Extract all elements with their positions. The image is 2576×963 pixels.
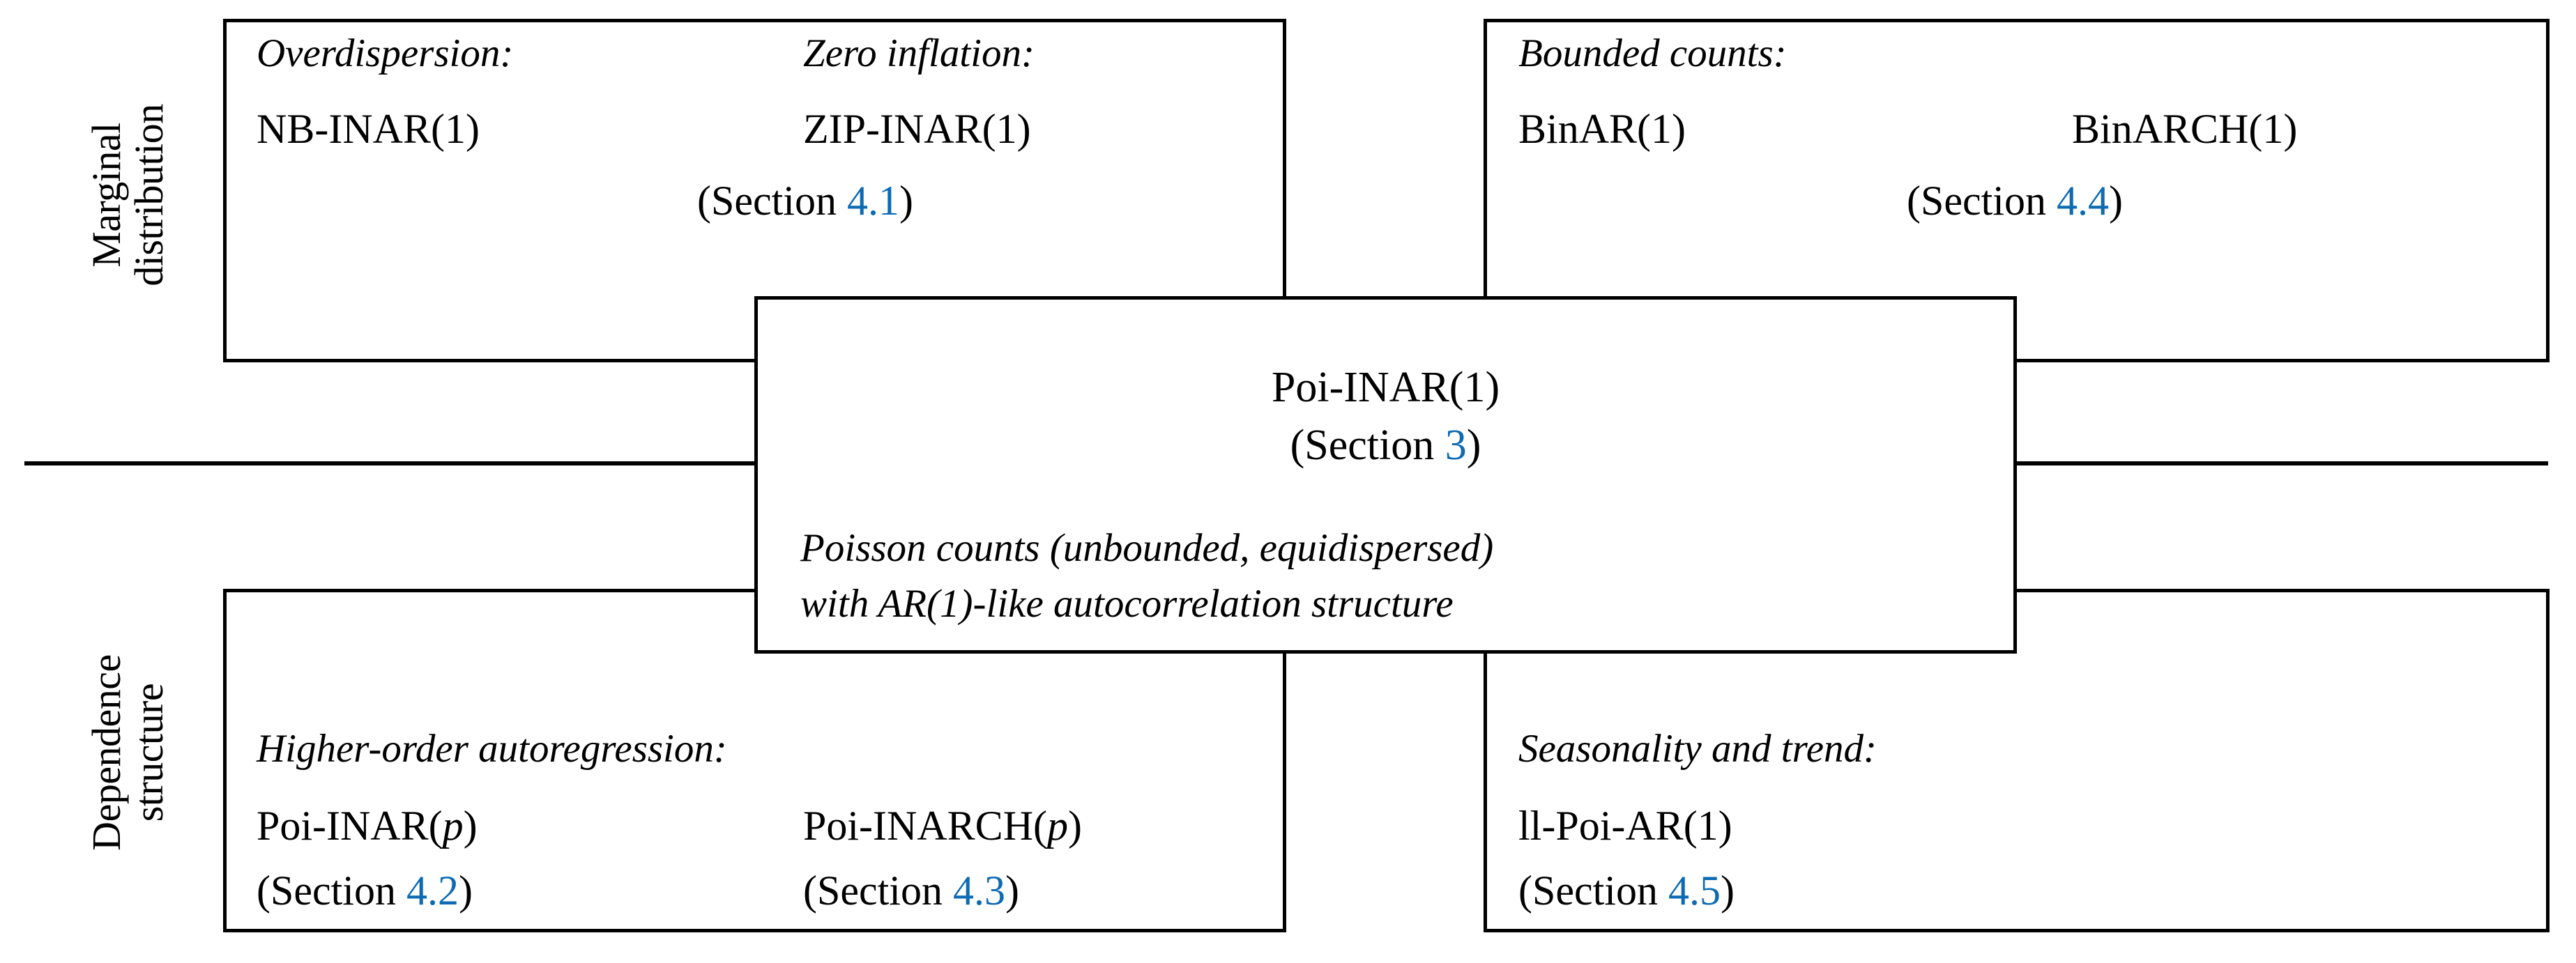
- center-section-ref-3-suffix: ): [1466, 422, 1481, 469]
- section-ref-4-5-suffix: ): [1720, 868, 1735, 914]
- center-box-poi-inar: [754, 296, 2017, 654]
- model-poi-inar-p-post: ): [463, 803, 478, 849]
- category-bounded-counts: Bounded counts:: [1518, 31, 1787, 75]
- model-poi-inar-p: Poi-INAR(p): [257, 805, 478, 847]
- section-ref-4-1-number[interactable]: 4.1: [846, 178, 899, 224]
- model-poi-inar-p-var: p: [442, 803, 464, 849]
- section-ref-4-2-number[interactable]: 4.2: [406, 868, 459, 914]
- category-overdispersion: Overdispersion:: [257, 31, 514, 75]
- model-binar-1: BinAR(1): [1518, 106, 1686, 152]
- section-ref-4-5: (Section 4.5): [1518, 870, 1735, 911]
- model-nb-inar-1: NB-INAR(1): [257, 106, 480, 152]
- section-ref-4-4-suffix: ): [2108, 178, 2123, 224]
- center-section-ref-3: (Section 3): [754, 424, 2017, 467]
- model-ll-poi-ar-1: ll-Poi-AR(1): [1518, 803, 1732, 849]
- category-higher-order-autoregression: Higher-order autoregression:: [257, 727, 727, 771]
- category-zero-inflation: Zero inflation:: [803, 31, 1035, 75]
- section-ref-4-3-prefix: (Section: [803, 868, 953, 914]
- model-poi-inarch-p-var: p: [1047, 803, 1069, 849]
- model-poi-inarch-p-pre: Poi-INARCH(: [803, 803, 1048, 849]
- model-poi-inarch-p: Poi-INARCH(p): [803, 805, 1082, 847]
- section-ref-4-3-number[interactable]: 4.3: [952, 868, 1005, 914]
- model-poi-inar-p-pre: Poi-INAR(: [257, 803, 443, 849]
- center-model-name: Poi-INAR(1): [1271, 364, 1500, 411]
- section-ref-4-2-suffix: ): [458, 868, 473, 914]
- center-section-ref-3-number[interactable]: 3: [1445, 422, 1467, 469]
- axis-label-marginal-line2: distribution: [126, 104, 172, 286]
- section-ref-4-4-number[interactable]: 4.4: [2056, 178, 2109, 224]
- axis-label-marginal-distribution: Marginal distribution: [84, 49, 172, 341]
- center-description-line-2: with AR(1)-like autocorrelation structur…: [800, 582, 1454, 626]
- section-ref-4-5-prefix: (Section: [1518, 868, 1668, 914]
- section-ref-4-3-suffix: ): [1005, 868, 1019, 914]
- model-poi-inarch-p-post: ): [1068, 803, 1082, 849]
- section-ref-4-4: (Section 4.4): [1907, 180, 2123, 222]
- axis-label-dependence-line2: structure: [126, 683, 172, 822]
- section-ref-4-2-prefix: (Section: [257, 868, 406, 914]
- section-ref-4-5-number[interactable]: 4.5: [1668, 868, 1721, 914]
- section-ref-4-1-suffix: ): [899, 178, 913, 224]
- section-ref-4-2: (Section 4.2): [257, 870, 473, 911]
- axis-label-dependence-line1: Dependence: [84, 654, 129, 851]
- center-description-line-1: Poisson counts (unbounded, equidispersed…: [800, 526, 1494, 570]
- section-ref-4-1: (Section 4.1): [697, 180, 913, 222]
- model-binarch-1: BinARCH(1): [2072, 106, 2298, 152]
- center-section-ref-3-prefix: (Section: [1290, 422, 1445, 469]
- category-seasonality-and-trend: Seasonality and trend:: [1518, 727, 1877, 771]
- section-ref-4-4-prefix: (Section: [1907, 178, 2057, 224]
- section-ref-4-1-prefix: (Section: [697, 178, 847, 224]
- section-ref-4-3: (Section 4.3): [803, 870, 1019, 911]
- axis-label-marginal-line1: Marginal: [84, 123, 129, 268]
- axis-label-dependence-structure: Dependence structure: [84, 606, 172, 899]
- model-zip-inar-1: ZIP-INAR(1): [803, 106, 1031, 152]
